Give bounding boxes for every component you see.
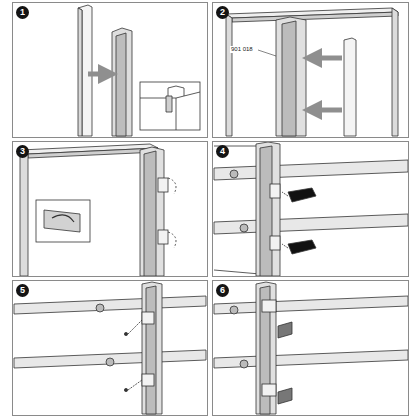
drawing-stroke [124, 332, 127, 335]
step-number: 4 [216, 145, 229, 158]
step-panel: 3 [12, 141, 208, 277]
drawing-stroke [124, 388, 127, 391]
drawing-stroke [88, 72, 108, 77]
drawing-stroke [142, 282, 162, 414]
drawing-stroke [28, 148, 158, 158]
drawing-stroke [36, 200, 90, 242]
drawing-stroke [282, 192, 288, 196]
drawing-stroke [260, 146, 272, 276]
step-4-art [214, 142, 408, 276]
drawing-stroke [288, 188, 316, 202]
drawing-stroke [282, 21, 296, 136]
drawing-stroke [128, 380, 142, 390]
drawing-stroke [168, 178, 176, 248]
drawing-stroke [140, 82, 200, 130]
drawing-stroke [240, 360, 248, 368]
drawing-stroke [288, 240, 316, 254]
drawing-stroke [140, 147, 164, 276]
drawing-stroke [52, 215, 74, 222]
drawing-stroke [258, 50, 276, 56]
drawing-stroke [142, 374, 154, 386]
drawing-stroke [344, 38, 356, 136]
drawing-stroke [20, 150, 28, 276]
drawing-stroke [232, 12, 398, 22]
drawing-stroke [312, 56, 342, 61]
drawing-stroke [256, 282, 276, 414]
drawing-stroke [230, 170, 238, 178]
step-panel: 4 [212, 141, 409, 277]
drawing-stroke [106, 358, 114, 366]
drawing-stroke [158, 230, 168, 244]
drawing-stroke [392, 8, 398, 136]
drawing-stroke [112, 28, 132, 136]
step-number: 3 [16, 145, 29, 158]
drawing-stroke [282, 244, 288, 248]
step-2-art [226, 8, 398, 136]
part-number: 901 018 [230, 46, 254, 53]
drawing-stroke [278, 388, 292, 404]
drawing-stroke [226, 14, 232, 136]
step-panel: 2 [212, 2, 409, 138]
step-number: 1 [16, 6, 29, 19]
drawing-stroke [146, 286, 156, 414]
drawing-stroke [276, 17, 306, 136]
drawing-stroke [262, 300, 276, 312]
step-5-art [14, 282, 206, 414]
drawing-stroke [312, 108, 342, 113]
drawing-stroke [214, 350, 408, 368]
drawing-stroke [96, 304, 104, 312]
drawing-stroke [14, 350, 206, 368]
drawing-stroke [256, 142, 280, 276]
step-3-art [20, 144, 176, 276]
step-number: 2 [216, 6, 229, 19]
drawing-stroke [278, 322, 292, 338]
step-panel: 5 [12, 280, 208, 416]
drawing-stroke [14, 296, 206, 314]
drawing-stroke [78, 8, 82, 136]
drawing-stroke [158, 178, 168, 192]
step-number: 5 [16, 284, 29, 297]
step-panel: 1 [12, 2, 208, 138]
drawing-stroke [166, 96, 172, 112]
drawing-stroke [214, 214, 408, 234]
drawing-stroke [270, 184, 280, 198]
drawing-stroke [116, 33, 126, 136]
drawing-stroke [214, 296, 408, 314]
drawing-stroke [142, 312, 154, 324]
step-1-art [78, 5, 200, 136]
drawing-stroke [240, 224, 248, 232]
drawing-stroke [270, 236, 280, 250]
drawing-stroke [128, 320, 142, 334]
drawing-stroke [78, 5, 92, 136]
drawing-stroke [140, 86, 200, 130]
drawing-stroke [144, 151, 156, 276]
drawing-stroke [262, 384, 276, 396]
drawing-stroke [214, 160, 408, 180]
step-6-art [214, 282, 408, 414]
step-panel: 6 [212, 280, 409, 416]
drawing-stroke [230, 306, 238, 314]
drawing-stroke [44, 210, 80, 232]
step-number: 6 [216, 284, 229, 297]
